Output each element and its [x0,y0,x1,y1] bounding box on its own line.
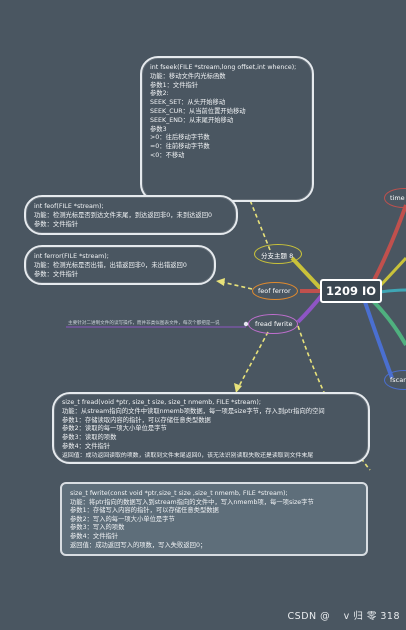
connector-fread [237,331,269,389]
fread-line: 功能：从stream指向的文件中读取nmemb项数据，每一项是size字节，存入… [62,407,325,415]
feof-line: int feof(FILE *stream); [34,203,104,210]
fseek-line: =0：往前移动字节数 [150,143,210,151]
fseek-line: 参数3 [150,125,167,133]
connector-ferror-arrow [216,278,225,286]
branch-teal-line [379,288,406,294]
fseek-line: SEEK_END：从末尾开始移动 [150,116,234,124]
feof-ferror-label: feof ferror [258,287,291,295]
fwrite-line: 参数4：文件指针 [70,532,119,540]
fwrite-line: 参数2：写入的每一项大小单位是字节 [70,515,175,523]
fwrite-line: 返回值：成功返回写入的项数，写入失败返回0； [70,541,207,549]
note-dot [243,321,249,327]
central-topic[interactable]: 1209 IO [320,279,382,303]
central-topic-title: 1209 IO [325,284,377,298]
fseek-line: int fseek(FILE *stream,long offset,int w… [150,64,297,71]
watermark: CSDN @ v 归 零 318 [287,611,400,622]
branch-yellow-right-line [378,256,406,288]
connector-fwrite [297,325,371,471]
branch-topic8-line [290,256,324,292]
fread-cloud: size_t fread(void *ptr, size_t size, siz… [52,392,370,464]
ferror-line: int ferror(FILE *stream); [34,253,109,260]
feof-cloud: int feof(FILE *stream); 功能：检测光标是否到达文件末尾，… [24,195,238,235]
fread-line: 参数3：读取的项数 [62,434,117,442]
fseek-line: SEEK_CUR：从当前位置开始移动 [150,107,246,115]
ferror-line: 参数：文件指针 [34,270,79,278]
topic8-label: 分支主题 8 [261,252,294,260]
connector-fread-arrow [234,383,242,393]
fread-line: 参数2：读取的每一项大小单位是字节 [62,425,167,433]
fread-line: 返回值：成功返回读取的项数，读取到文件末尾返回0，该无法识别读取失败还是读取到文… [62,452,314,459]
fseek-line: 参数2: [150,90,169,98]
feof-line: 参数：文件指针 [34,220,79,228]
fread-fwrite-node[interactable]: fread fwrite [248,314,298,334]
fwrite-box: size_t fwrite(const void *ptr,size_t siz… [60,482,368,556]
fseek-line: >0：往后移动字节数 [150,134,210,142]
connector-ferror [221,281,253,290]
fseek-line: 功能：移动文件内光标函数 [150,72,226,80]
fwrite-line: size_t fwrite(const void *ptr,size_t siz… [70,490,288,497]
fread-note: 主要针对二进制文件的读写操作，而并非类似图表文件，每次个都把是一说 [68,321,220,326]
time-label: time [390,194,405,202]
branch-blue-line [363,301,394,379]
branch-green-line [370,298,406,346]
branch-red-line [370,204,406,285]
feof-ferror-node[interactable]: feof ferror [252,282,298,300]
fseek-line: <0：不移动 [150,151,185,159]
fwrite-line: 参数1：存储写入内容的指针，可以存储任意类型数据 [70,507,219,515]
topic8-node[interactable]: 分支主题 8 [254,244,302,264]
fread-line: size_t fread(void *ptr, size_t size, siz… [62,399,261,406]
fwrite-line: 参数3：写入的项数 [70,524,125,532]
fseek-line: 参数1：文件指针 [150,81,199,89]
fread-line: 参数1：存储读取内容的指针，可以存储任意类型数据 [62,416,211,424]
fseek-line: SEEK_SET：从头开始移动 [150,99,226,107]
fseek-cloud: int fseek(FILE *stream,long offset,int w… [140,56,314,202]
ferror-line: 功能：检测光标是否出错，出错返回非0，未出错返回0 [34,261,187,269]
fread-fwrite-label: fread fwrite [255,320,293,328]
feof-line: 功能：检测光标是否到达文件末尾，到达返回非0，未到达返回0 [34,211,213,219]
fread-line: 参数4：文件指针 [62,442,111,450]
fscan-label: fscan [390,376,406,384]
branch-fread-line [296,293,324,324]
ferror-cloud: int ferror(FILE *stream); 功能：检测光标是否出错，出错… [24,245,216,285]
fwrite-line: 功能：将ptr指向的数据写入到stream指向的文件中，写入nmemb项，每一项… [70,498,314,506]
